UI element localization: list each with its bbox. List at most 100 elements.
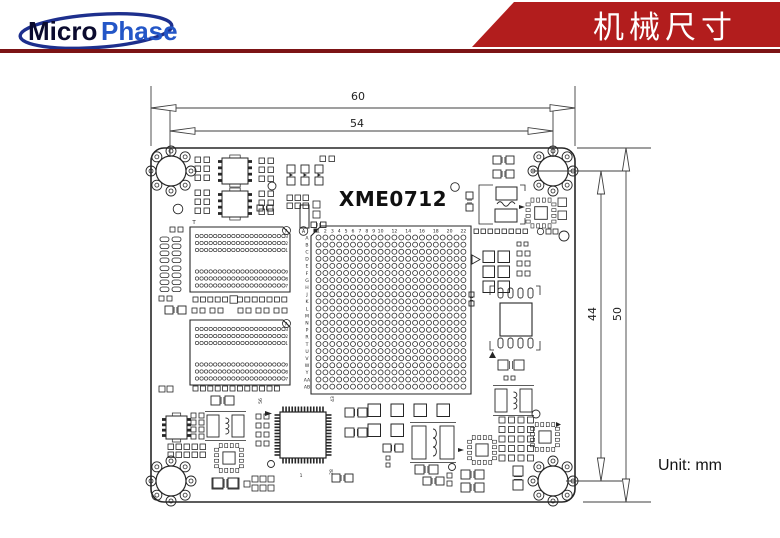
connector-j1: 3 2 1 9 8 7 A T	[189, 220, 291, 293]
bottom-mid-cluster	[211, 403, 497, 493]
dim-outer-height-label: 50	[611, 307, 624, 321]
svg-text:4: 4	[338, 229, 341, 235]
svg-text:M: M	[305, 313, 309, 319]
svg-text:1: 1	[285, 341, 288, 346]
svg-text:1: 1	[317, 229, 320, 235]
svg-text:3: 3	[331, 229, 334, 235]
svg-text:3: 3	[285, 234, 288, 239]
svg-text:H: H	[305, 285, 308, 291]
svg-text:43: 43	[330, 396, 336, 402]
section-banner: 机械尺寸	[472, 2, 780, 47]
svg-text:1: 1	[300, 473, 303, 479]
dimension-lines	[150, 86, 651, 503]
svg-text:L: L	[306, 306, 309, 312]
svg-text:12: 12	[391, 229, 397, 235]
mounting-hole	[527, 455, 579, 507]
svg-text:3: 3	[285, 327, 288, 332]
svg-text:9: 9	[285, 363, 288, 368]
mid-pad-rows	[158, 295, 288, 393]
svg-text:7: 7	[358, 229, 361, 235]
svg-text:2: 2	[285, 334, 288, 339]
svg-text:T: T	[305, 342, 309, 348]
svg-text:20: 20	[447, 229, 453, 235]
mounting-hole	[527, 145, 579, 197]
board-outline	[150, 147, 576, 503]
svg-text:A: A	[285, 228, 288, 234]
unit-label: Unit: mm	[658, 457, 722, 474]
svg-text:7: 7	[285, 377, 288, 382]
right-mid-cluster	[468, 241, 541, 416]
svg-text:16: 16	[419, 229, 425, 235]
svg-text:8: 8	[365, 229, 368, 235]
logo-ellipse	[18, 12, 174, 50]
via-circles	[172, 182, 570, 471]
svg-text:P: P	[306, 328, 309, 334]
svg-text:E: E	[306, 264, 309, 270]
arrow-44-top	[596, 170, 606, 195]
svg-text:V: V	[305, 356, 309, 362]
svg-text:C: C	[305, 250, 308, 256]
arrow-44-bottom	[596, 457, 606, 482]
mounting-hole	[145, 145, 197, 197]
arrow-60-left	[150, 104, 177, 112]
top-right-cluster	[465, 155, 567, 236]
mounting-hole	[145, 455, 197, 507]
svg-text:Y: Y	[305, 370, 309, 376]
svg-text:R: R	[305, 335, 309, 341]
arrow-50-bottom	[621, 478, 631, 503]
arrow-54-left	[169, 127, 196, 135]
svg-text:10: 10	[378, 229, 384, 235]
svg-text:T: T	[191, 220, 196, 226]
svg-text:A: A	[302, 229, 306, 235]
svg-text:D: D	[305, 257, 309, 263]
banner-title: 机械尺寸	[593, 10, 737, 45]
board-title: XME0712	[339, 187, 447, 211]
svg-text:K: K	[305, 299, 309, 305]
soic-cluster-top	[194, 154, 335, 229]
dim-outer-width-label: 60	[351, 90, 365, 103]
svg-text:14: 14	[405, 229, 411, 235]
dim-inner-width-label: 54	[350, 117, 364, 130]
svg-text:9: 9	[372, 229, 375, 235]
logo-text-micro: Micro	[28, 16, 97, 46]
microphase-logo: Micro Phase	[8, 4, 188, 57]
svg-text:8: 8	[285, 277, 288, 282]
svg-text:1: 1	[285, 248, 288, 253]
svg-text:7: 7	[285, 284, 288, 289]
svg-text:A: A	[305, 235, 309, 241]
svg-text:B: B	[305, 242, 308, 248]
logo-svg: Micro Phase	[18, 12, 178, 50]
dim-inner-height-label: 44	[586, 307, 599, 321]
svg-text:W: W	[305, 363, 310, 369]
svg-text:28: 28	[329, 469, 335, 475]
svg-text:2: 2	[324, 229, 327, 235]
bottom-right-cluster	[498, 416, 561, 491]
svg-text:5: 5	[345, 229, 348, 235]
svg-text:6: 6	[352, 229, 355, 235]
svg-text:AA: AA	[304, 377, 311, 383]
svg-text:N: N	[305, 321, 308, 327]
svg-text:22: 22	[460, 229, 466, 235]
qfp-cluster: 56 43 1 28	[255, 396, 336, 479]
arrow-54-right	[527, 127, 554, 135]
svg-text:J: J	[305, 292, 307, 298]
arrow-60-right	[549, 104, 576, 112]
svg-text:U: U	[305, 349, 308, 355]
svg-text:F: F	[306, 271, 309, 277]
svg-text:2: 2	[285, 241, 288, 246]
svg-text:18: 18	[433, 229, 439, 235]
bottom-left-cluster	[162, 395, 246, 489]
header-rule	[0, 49, 780, 53]
svg-text:9: 9	[285, 270, 288, 275]
left-pad-columns	[158, 226, 184, 302]
svg-text:AB: AB	[304, 384, 310, 390]
svg-text:56: 56	[258, 398, 264, 404]
arrow-50-top	[621, 147, 631, 172]
connector-j2: 3 2 1 9 8 7 A	[189, 319, 291, 386]
logo-text-phase: Phase	[101, 16, 178, 46]
svg-text:A: A	[285, 321, 288, 327]
svg-text:8: 8	[285, 370, 288, 375]
